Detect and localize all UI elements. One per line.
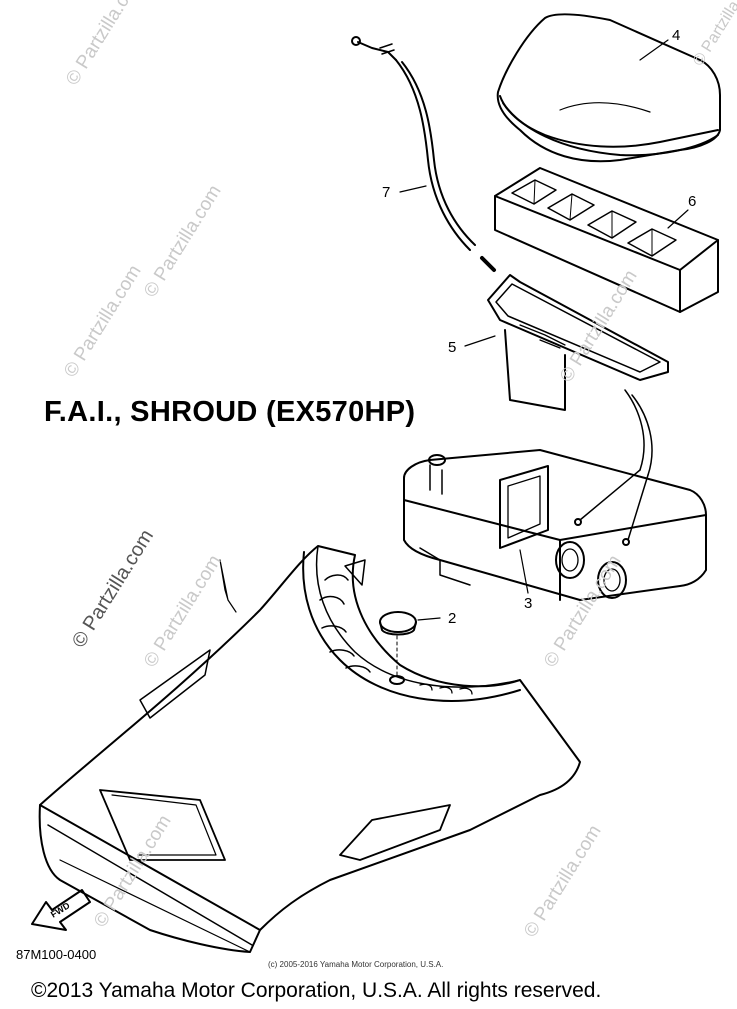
shroud: [38, 545, 581, 953]
callout-7[interactable]: 7: [382, 184, 391, 201]
callout-4[interactable]: 4: [672, 27, 681, 44]
front-arrow-icon: [31, 889, 91, 931]
leader-4: [639, 39, 669, 61]
diagram-title: F.A.I., SHROUD (EX570HP): [44, 396, 416, 428]
callout-3[interactable]: 3: [524, 595, 533, 612]
small-copyright: (c) 2005-2016 Yamaha Motor Corporation, …: [268, 960, 444, 969]
part-2-grommet: [379, 611, 417, 685]
part-3-engine: [403, 389, 707, 601]
part-4-cover: [496, 13, 721, 163]
leader-6: [667, 209, 689, 229]
leader-2: [417, 617, 441, 621]
part-6-block: [494, 167, 719, 313]
callout-2[interactable]: 2: [448, 610, 457, 627]
leader-3: [519, 549, 529, 594]
leader-7: [399, 185, 427, 193]
copyright-notice: ©2013 Yamaha Motor Corporation, U.S.A. A…: [31, 979, 602, 1002]
part-5-frame: [487, 274, 669, 411]
callout-5[interactable]: 5: [448, 339, 457, 356]
callout-6[interactable]: 6: [688, 193, 697, 210]
part-7-cable: [351, 36, 496, 272]
leader-5: [464, 335, 496, 347]
diagram-code: 87M100-0400: [16, 947, 97, 962]
